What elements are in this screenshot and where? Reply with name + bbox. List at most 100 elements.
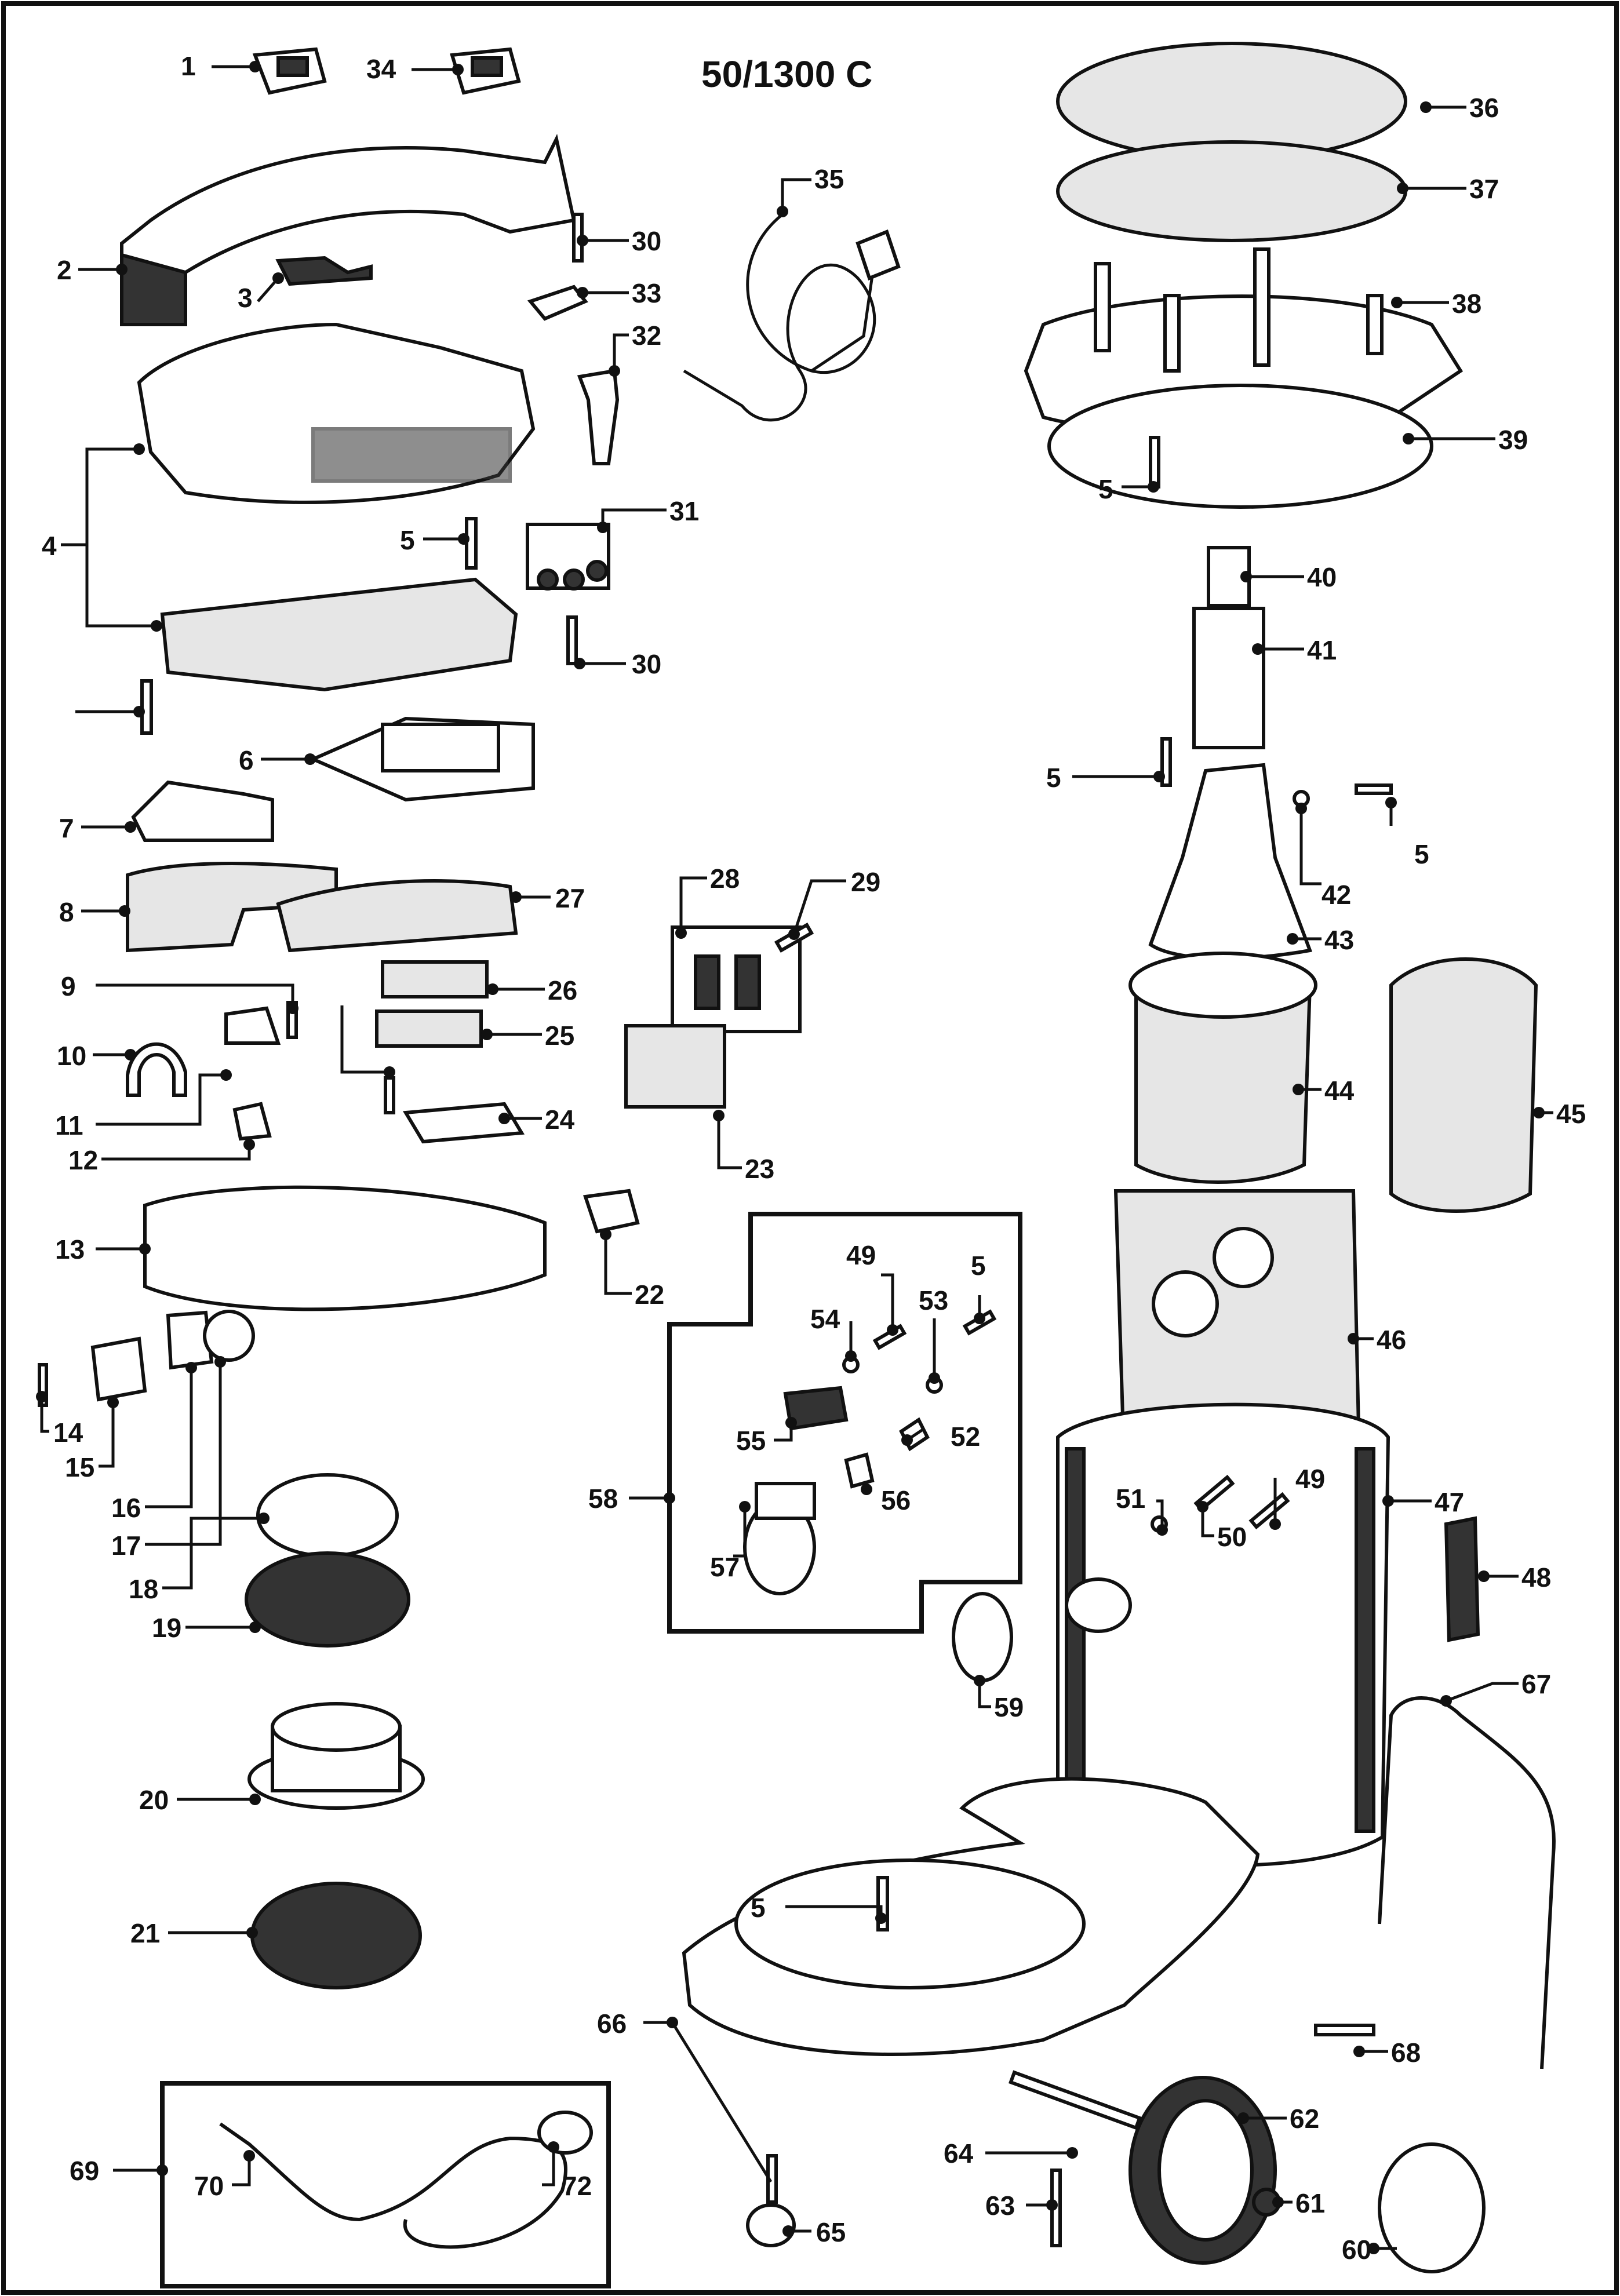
callout-60: 60 — [1342, 2235, 1371, 2265]
part-ring-21 — [250, 1882, 422, 1989]
callout-20: 20 — [139, 1785, 169, 1815]
part-cap-17 — [203, 1310, 255, 1362]
part-hose-cuff-72 — [537, 2111, 593, 2155]
part-switch-34 — [450, 47, 521, 95]
part-screw-5f — [1355, 783, 1393, 795]
callout-26: 26 — [548, 975, 577, 1005]
callout-29: 29 — [851, 867, 880, 897]
callout-28: 28 — [710, 863, 740, 894]
part-hose-70 — [219, 2122, 567, 2249]
part-foam-ring-37 — [1056, 140, 1407, 242]
callout-30a: 30 — [632, 226, 661, 256]
part-foam-26 — [381, 960, 489, 998]
callout-7: 7 — [59, 813, 74, 843]
callout-49a: 49 — [846, 1240, 876, 1270]
part-filter-housing-43 — [1148, 763, 1313, 960]
callout-21: 21 — [130, 1918, 160, 1948]
part-brush-10 — [126, 1042, 187, 1097]
callout-57: 57 — [710, 1552, 740, 1582]
part-filter-ring-44 — [1128, 952, 1317, 1019]
part-ring-18 — [256, 1473, 399, 1558]
part-cable-grommet-32 — [577, 369, 620, 465]
callout-55: 55 — [736, 1426, 766, 1456]
callout-8: 8 — [59, 897, 74, 927]
model-title: 50/1300 C — [701, 53, 872, 95]
part-float-cage-41 — [1192, 607, 1265, 749]
callout-10: 10 — [57, 1041, 86, 1071]
part-holder-7 — [131, 780, 274, 842]
part-latch-48 — [1444, 1516, 1480, 1642]
part-paper-bag-46 — [1113, 1189, 1361, 1474]
part-wheel-62 — [1128, 2076, 1277, 2265]
part-ring-19 — [245, 1551, 410, 1648]
part-switch-15 — [90, 1336, 147, 1402]
part-clip-22 — [583, 1189, 640, 1234]
callout-9: 9 — [61, 971, 76, 1001]
callout-5a: 5 — [1098, 474, 1113, 504]
part-filter-bag-45 — [1389, 957, 1538, 1213]
callout-56: 56 — [881, 1485, 911, 1515]
callout-17: 17 — [111, 1530, 141, 1561]
callout-5f: 5 — [751, 1893, 766, 1923]
part-handle-67 — [1378, 1696, 1556, 2069]
callout-68: 68 — [1391, 2038, 1421, 2068]
callout-15: 15 — [65, 1452, 94, 1482]
callout-50: 50 — [1217, 1522, 1247, 1552]
callout-54: 54 — [810, 1304, 840, 1334]
part-foam-25 — [375, 1009, 483, 1048]
callout-62: 62 — [1290, 2104, 1319, 2134]
callout-14: 14 — [53, 1417, 83, 1448]
part-switch-1 — [252, 47, 327, 95]
callout-47: 47 — [1435, 1487, 1464, 1517]
callout-67: 67 — [1521, 1669, 1551, 1699]
callout-5b: 5 — [400, 525, 415, 555]
callout-6: 6 — [239, 745, 254, 775]
callout-25: 25 — [545, 1021, 574, 1051]
part-thermal-12 — [232, 1102, 272, 1141]
part-terminal-block-31 — [526, 523, 610, 591]
inset-box-69 — [160, 2081, 611, 2288]
callout-45: 45 — [1556, 1099, 1586, 1129]
part-seal-59 — [952, 1592, 1013, 1682]
callout-41: 41 — [1307, 635, 1337, 665]
callout-38: 38 — [1452, 289, 1481, 319]
callout-63: 63 — [985, 2191, 1015, 2221]
part-valve-57 — [743, 1482, 816, 1595]
callout-69: 69 — [70, 2156, 99, 2186]
callout-labels: 1 34 2 3 30 33 32 35 36 37 38 39 4 5 31 … — [42, 51, 1586, 2265]
callout-37: 37 — [1469, 174, 1499, 204]
callout-70: 70 — [194, 2171, 224, 2201]
part-screw-5b — [140, 679, 153, 735]
callout-11: 11 — [55, 1110, 83, 1140]
callout-3: 3 — [238, 283, 253, 313]
part-motor-head — [137, 322, 536, 504]
callout-48: 48 — [1521, 1562, 1551, 1592]
part-foam-27 — [276, 879, 518, 953]
callout-42: 42 — [1322, 880, 1351, 910]
callout-2: 2 — [57, 255, 72, 285]
callout-58: 58 — [588, 1484, 618, 1514]
part-screw-30b — [566, 615, 578, 665]
part-axle-64 — [1009, 2070, 1142, 2130]
callout-5c: 5 — [1046, 763, 1061, 793]
callout-36: 36 — [1469, 93, 1499, 123]
part-pin-68 — [1314, 2024, 1375, 2036]
callout-35: 35 — [814, 164, 844, 194]
callout-30b: 30 — [632, 649, 661, 679]
callout-51: 51 — [1116, 1484, 1145, 1514]
callout-44: 44 — [1324, 1076, 1355, 1106]
part-hook-56 — [844, 1452, 875, 1489]
callout-13: 13 — [55, 1234, 85, 1264]
callout-19: 19 — [152, 1613, 181, 1643]
callout-49b: 49 — [1295, 1464, 1325, 1494]
part-screw-9b — [384, 1076, 395, 1114]
callout-39: 39 — [1498, 425, 1528, 455]
callout-31: 31 — [669, 496, 699, 526]
callout-66: 66 — [597, 2009, 627, 2039]
callout-18: 18 — [129, 1574, 158, 1604]
part-bracket-6 — [308, 716, 535, 802]
inset-box-58 — [667, 1212, 1022, 1634]
part-screw-5d — [1149, 436, 1160, 489]
part-handle-cover — [120, 134, 576, 326]
